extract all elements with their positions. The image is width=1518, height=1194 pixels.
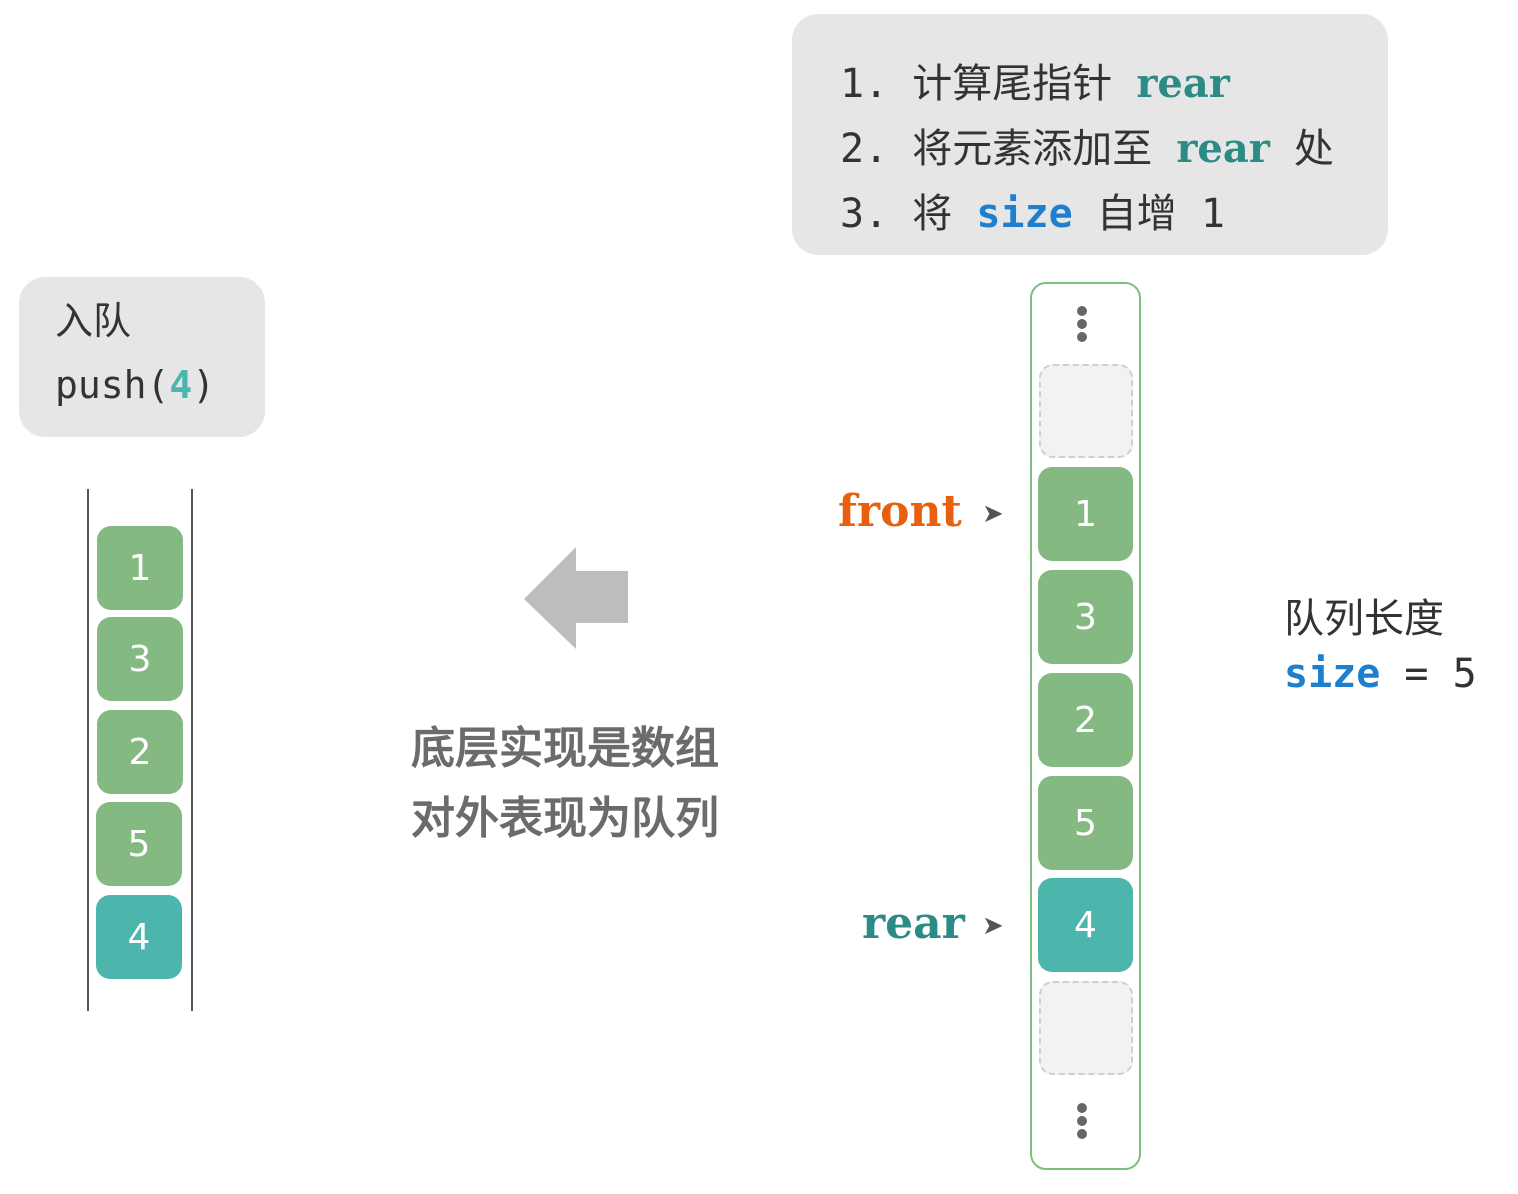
- size-value: 5: [1452, 651, 1477, 697]
- left-queue-item: 2: [97, 710, 183, 794]
- size-code: size: [1284, 651, 1381, 697]
- step-3-text: 3. 将: [840, 191, 977, 237]
- queue-left-wall: [87, 489, 89, 1011]
- push-call-arg: 4: [169, 363, 193, 407]
- queue-right-wall: [191, 489, 193, 1011]
- step-3-suffix: 自增 1: [1072, 191, 1225, 237]
- left-queue-item: 5: [96, 802, 182, 886]
- ellipsis-bottom-icon: [1077, 1103, 1087, 1142]
- size-title: 队列长度: [1284, 596, 1444, 642]
- array-frame: [1030, 282, 1141, 1170]
- array-item: 1: [1038, 467, 1133, 561]
- ellipsis-top-icon: [1077, 306, 1087, 345]
- step-1-code: rear: [1136, 60, 1230, 107]
- step-2-code: rear: [1176, 125, 1270, 172]
- left-arrow-icon: [524, 547, 628, 649]
- rear-pointer-label: rear: [862, 898, 965, 949]
- step-3-code: size: [976, 191, 1073, 237]
- step-1: 1. 计算尾指针 rear: [840, 60, 1230, 108]
- array-item: 4: [1038, 878, 1133, 972]
- empty-array-slot: [1039, 981, 1133, 1075]
- left-queue-item: 1: [97, 526, 183, 610]
- array-item: 5: [1038, 776, 1133, 870]
- step-2: 2. 将元素添加至 rear 处: [840, 125, 1334, 173]
- size-line: size = 5: [1284, 651, 1477, 697]
- push-call-suffix: ): [192, 363, 216, 407]
- push-box: 入队 push(4): [19, 277, 265, 437]
- push-call: push(4): [55, 361, 215, 409]
- push-title: 入队: [55, 299, 132, 343]
- left-queue-item: 4: [96, 895, 182, 979]
- steps-box: 1. 计算尾指针 rear 2. 将元素添加至 rear 处 3. 将 size…: [792, 14, 1388, 255]
- caption-line-2: 对外表现为队列: [411, 793, 719, 844]
- rear-pointer-arrow-icon: ➤: [982, 911, 1004, 941]
- caption-line-1: 底层实现是数组: [411, 723, 719, 774]
- front-pointer-label: front: [838, 486, 962, 537]
- size-equals: =: [1380, 651, 1453, 697]
- empty-array-slot: [1039, 364, 1133, 458]
- array-item: 2: [1038, 673, 1133, 767]
- left-queue-item: 3: [97, 617, 183, 701]
- push-call-prefix: push(: [55, 363, 170, 407]
- step-2-suffix: 处: [1269, 126, 1334, 172]
- array-item: 3: [1038, 570, 1133, 664]
- step-1-text: 1. 计算尾指针: [840, 61, 1137, 107]
- step-3: 3. 将 size 自增 1: [840, 190, 1225, 238]
- step-2-text: 2. 将元素添加至: [840, 126, 1177, 172]
- front-pointer-arrow-icon: ➤: [982, 499, 1004, 529]
